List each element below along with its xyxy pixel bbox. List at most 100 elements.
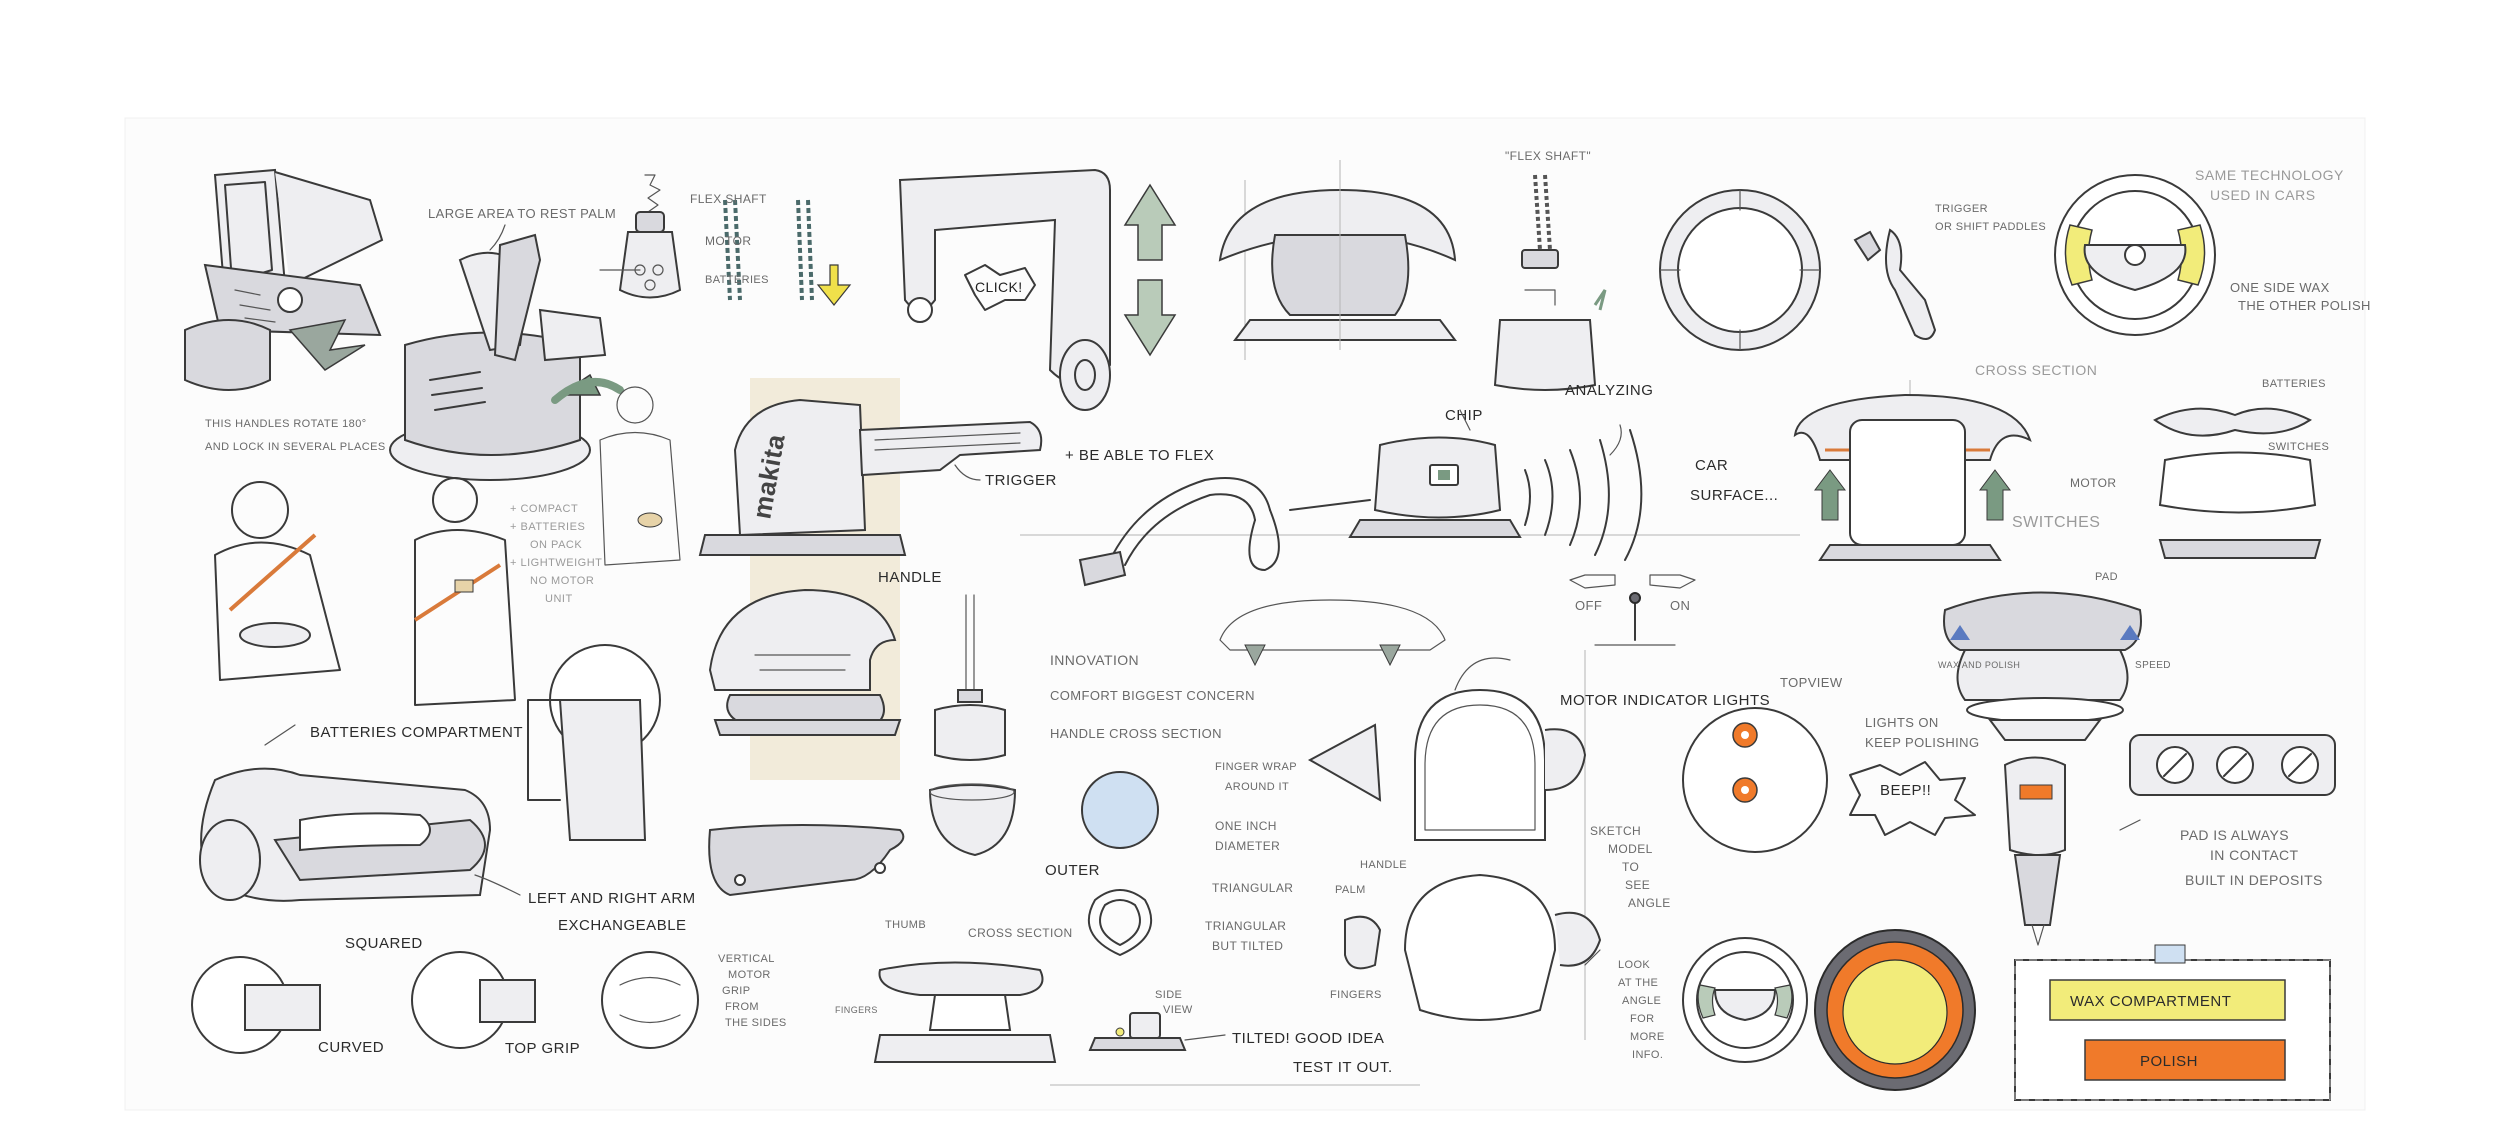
label-chip: CHIP xyxy=(1445,407,1483,424)
label-trigger-or-1: TRIGGER xyxy=(1935,203,1988,215)
small-wheel-sketch xyxy=(1682,937,1808,1063)
beep-burst xyxy=(1849,761,1976,836)
label-beep: BEEP!! xyxy=(1880,782,1931,799)
label-person-note-5: NO MOTOR xyxy=(530,575,594,587)
label-test-it: TEST IT OUT. xyxy=(1293,1059,1393,1076)
speed-polisher-sketch xyxy=(1943,591,2142,741)
label-one-inch-2: DIAMETER xyxy=(1215,839,1280,853)
label-look-1: LOOK xyxy=(1618,959,1650,971)
flex-hose-sketch xyxy=(1078,477,1371,587)
label-car: CAR xyxy=(1695,457,1728,474)
label-sketch-model-5: ANGLE xyxy=(1628,896,1671,910)
stacked-pads-sketch xyxy=(2153,407,2322,559)
label-finger-wrap-2: AROUND IT xyxy=(1225,781,1289,793)
label-batteries: BATTERIES xyxy=(705,274,769,286)
label-person-note-1: + COMPACT xyxy=(510,503,578,515)
handle-sander-sketch xyxy=(708,588,902,736)
label-look-6: INFO. xyxy=(1632,1049,1663,1061)
label-speed: SPEED xyxy=(2135,660,2171,671)
label-person-note-4: + LIGHTWEIGHT xyxy=(510,557,602,569)
label-look-5: MORE xyxy=(1630,1031,1665,1043)
label-topview: TOPVIEW xyxy=(1780,675,1843,690)
polish-disc-sketch xyxy=(1814,929,1976,1091)
thumb-pad-sketch xyxy=(873,961,1057,1063)
battery-arm-sketch xyxy=(199,767,492,902)
label-pad: PAD xyxy=(2095,571,2118,583)
label-squared: SQUARED xyxy=(345,935,423,952)
makita-sander-sketch xyxy=(698,398,1043,556)
palm-sander-sketch xyxy=(389,233,624,481)
person-strap-sketch xyxy=(214,386,681,706)
label-handles-rotate-2: AND LOCK IN SEVERAL PLACES xyxy=(205,441,386,453)
label-motor-right: MOTOR xyxy=(2070,476,2116,490)
label-one-inch-1: ONE INCH xyxy=(1215,819,1277,833)
label-flex-shaft-quoted: "FLEX SHAFT" xyxy=(1505,149,1591,163)
label-side-view-2: VIEW xyxy=(1163,1004,1193,1016)
label-on: ON xyxy=(1670,598,1690,613)
label-same-tech-2: USED IN CARS xyxy=(2210,187,2316,203)
label-cross-section-top: CROSS SECTION xyxy=(1975,362,2097,378)
steering-wheel-sketch xyxy=(2054,174,2216,336)
label-able-to-flex: + BE ABLE TO FLEX xyxy=(1065,447,1214,464)
label-batteries-compartment: BATTERIES COMPARTMENT xyxy=(310,724,523,741)
label-look-4: FOR xyxy=(1630,1013,1654,1025)
label-motor-indicator: MOTOR INDICATOR LIGHTS xyxy=(1560,692,1770,709)
compartment-cross-section xyxy=(2014,944,2331,1101)
label-lights-on-1: LIGHTS ON xyxy=(1865,715,1939,730)
label-one-side-2: THE OTHER POLISH xyxy=(2238,298,2371,313)
label-wax-compartment: WAX COMPARTMENT xyxy=(2070,993,2231,1010)
dome-handle-sketch xyxy=(1307,657,1587,841)
leader-line xyxy=(489,224,506,251)
label-same-tech-1: SAME TECHNOLOGY xyxy=(2195,167,2344,183)
cross-section-shapes xyxy=(1081,771,1159,956)
leader-line xyxy=(954,464,981,481)
label-sketch-handle: HANDLE xyxy=(1360,859,1407,871)
indicator-topview-sketch xyxy=(1682,707,1828,853)
label-motor: MOTOR xyxy=(705,234,751,248)
label-sketch-model-2: MODEL xyxy=(1608,842,1653,856)
label-left-right-1: LEFT AND RIGHT ARM xyxy=(528,890,696,907)
label-comfort: COMFORT BIGGEST CONCERN xyxy=(1050,688,1255,703)
label-sketch-model-4: SEE xyxy=(1625,878,1650,892)
label-person-note-3: ON PACK xyxy=(530,539,582,551)
chip-puck-sketch xyxy=(1348,429,1643,561)
label-side-view-1: SIDE xyxy=(1155,989,1182,1001)
label-curved: CURVED xyxy=(318,1039,384,1056)
label-innovation: INNOVATION xyxy=(1050,652,1139,668)
bracket-handle-sketch xyxy=(898,168,1177,411)
rotating-handle-sander-sketch xyxy=(184,168,384,391)
label-one-side-1: ONE SIDE WAX xyxy=(2230,280,2330,295)
tall-polisher-sketch xyxy=(2003,756,2066,946)
leader-lines xyxy=(264,269,2141,1041)
label-finger-wrap-1: FINGER WRAP xyxy=(1215,761,1297,773)
label-person-note-6: UNIT xyxy=(545,593,573,605)
label-click: CLICK! xyxy=(975,279,1023,295)
label-vertical-motor-3: GRIP xyxy=(722,985,751,997)
label-analyzing: ANALYZING xyxy=(1565,382,1653,399)
label-palm: PALM xyxy=(1335,884,1366,896)
handle-pad-profile-sketch xyxy=(527,644,661,841)
label-person-note-2: + BATTERIES xyxy=(510,521,585,533)
label-vertical-motor-1: VERTICAL xyxy=(718,953,775,965)
label-built-in: BUILT IN DEPOSITS xyxy=(2185,872,2323,888)
label-surface: SURFACE... xyxy=(1690,487,1778,504)
label-off: OFF xyxy=(1575,598,1602,613)
label-trigger-or-2: OR SHIFT PADDLES xyxy=(1935,221,2046,233)
label-top-grip: TOP GRIP xyxy=(505,1040,580,1057)
label-trigger: TRIGGER xyxy=(985,472,1057,489)
flex-shaft-vertical-sketch xyxy=(1493,174,1607,391)
gullwing-handle-sketch xyxy=(1793,393,2032,561)
pad-deposits-sketch xyxy=(2129,734,2336,796)
side-view-sketch xyxy=(1088,1012,1187,1051)
label-handle: HANDLE xyxy=(878,569,942,586)
knob-variants-sketch xyxy=(191,951,699,1054)
label-tilted-good: TILTED! GOOD IDEA xyxy=(1232,1030,1384,1047)
label-triangular-tilted-1: TRIANGULAR xyxy=(1205,919,1286,933)
label-wax-polish: WAX AND POLISH xyxy=(1938,660,2020,670)
label-vertical-motor-5: THE SIDES xyxy=(725,1017,787,1029)
label-sketch-model-3: TO xyxy=(1622,860,1639,874)
label-fingers-small: FINGERS xyxy=(835,1005,878,1015)
label-look-2: AT THE xyxy=(1618,977,1658,989)
label-batteries-right: BATTERIES xyxy=(2262,378,2326,390)
